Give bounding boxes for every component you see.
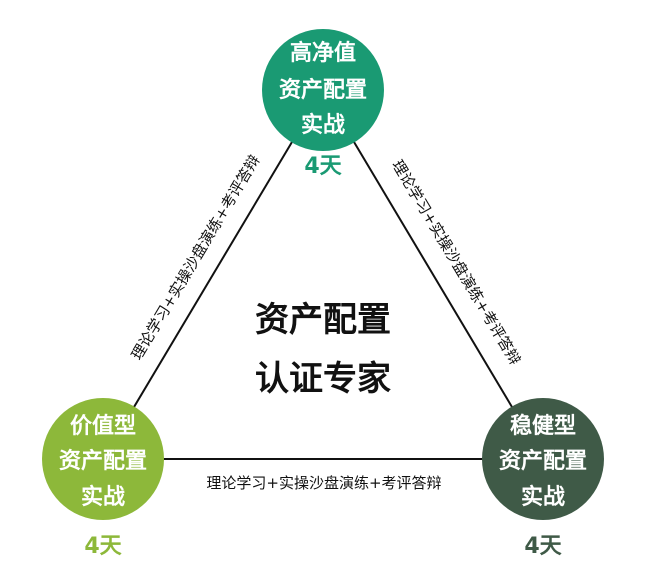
node-value-days: 4天	[84, 534, 122, 559]
center-title-line-1: 资产配置	[255, 300, 391, 340]
node-value-line-1: 价值型	[70, 413, 136, 439]
node-high-net-worth-line-1: 高净值	[290, 40, 356, 66]
node-stable: 稳健型 资产配置 实战 4天	[482, 398, 604, 559]
node-stable-line-1: 稳健型	[510, 413, 576, 439]
node-high-net-worth-line-2: 资产配置	[279, 78, 367, 103]
node-stable-days: 4天	[524, 534, 562, 559]
node-value-circle	[42, 398, 164, 520]
node-high-net-worth: 高净值 资产配置 实战 4天	[262, 29, 384, 179]
edge-line-right	[322, 89, 544, 460]
node-stable-line-2: 资产配置	[499, 449, 587, 474]
center-title-line-2: 认证专家	[255, 359, 391, 399]
edge-label-left: 理论学习+实操沙盘演练+考评答辩	[128, 152, 264, 363]
node-high-net-worth-days: 4天	[304, 154, 342, 179]
edge-label-bottom: 理论学习+实操沙盘演练+考评答辩	[206, 474, 441, 492]
node-value-line-3: 实战	[81, 484, 125, 510]
edge-line-left	[102, 89, 324, 460]
node-stable-circle	[482, 398, 604, 520]
node-high-net-worth-line-3: 实战	[301, 112, 345, 138]
node-high-net-worth-circle	[262, 29, 384, 151]
node-value: 价值型 资产配置 实战 4天	[42, 398, 164, 559]
node-value-line-2: 资产配置	[59, 449, 147, 474]
edge-label-bottom-group: 理论学习+实操沙盘演练+考评答辩	[188, 469, 460, 495]
edge-label-right: 理论学习+实操沙盘演练+考评答辩	[388, 157, 524, 368]
node-stable-line-3: 实战	[521, 484, 565, 510]
